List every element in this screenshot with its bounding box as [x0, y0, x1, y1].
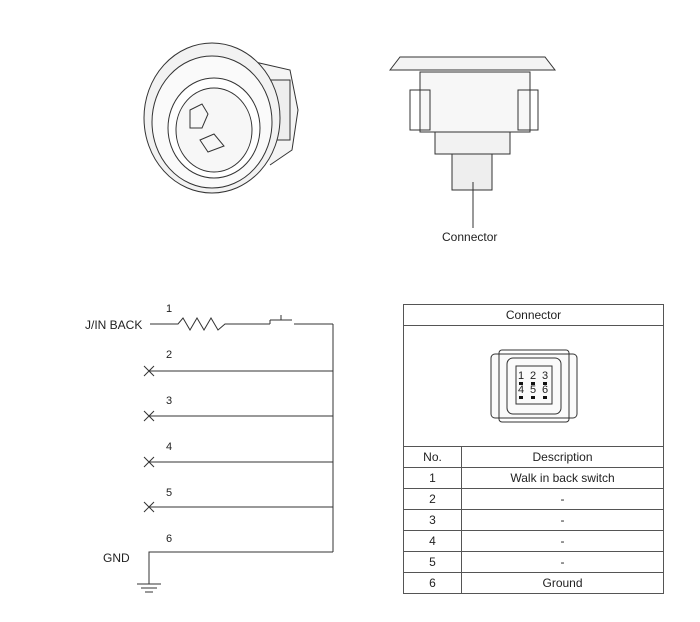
table-title: Connector: [403, 304, 664, 326]
table-row: 4-: [403, 530, 664, 552]
pin-no: 5: [403, 551, 462, 573]
table-row: 3-: [403, 509, 664, 531]
pin-no: 4: [403, 530, 462, 552]
table-row: 5-: [403, 551, 664, 573]
pin-no: 3: [403, 509, 462, 531]
face-pin: 3: [542, 370, 549, 382]
input-label: J/IN BACK: [85, 318, 143, 332]
face-pin: 4: [518, 384, 525, 396]
connector-face-cell: 1 2 3 4 5 6: [403, 325, 664, 447]
face-pin: 6: [542, 384, 549, 396]
pin-label: 4: [166, 441, 173, 453]
connector-callout-label: Connector: [442, 230, 498, 244]
connector-face-icon: [490, 349, 578, 423]
pin-no: 1: [403, 467, 462, 489]
face-pin: 1: [518, 370, 525, 382]
switch-knob-illustration: [143, 42, 299, 194]
table-row: 2-: [403, 488, 664, 510]
pin-description: Walk in back switch: [461, 467, 664, 489]
pin-description: -: [461, 530, 664, 552]
header-no: No.: [403, 446, 462, 468]
header-description: Description: [461, 446, 664, 468]
pin-description: -: [461, 551, 664, 573]
pin-description: Ground: [461, 572, 664, 594]
face-pin: 2: [530, 370, 537, 382]
ground-label: GND: [103, 551, 130, 565]
wiring-schematic: [137, 315, 334, 593]
pin-label: 3: [166, 395, 173, 407]
pin-description: -: [461, 509, 664, 531]
face-pin: 5: [530, 384, 537, 396]
pin-label: 1: [166, 303, 173, 315]
pin-no: 6: [403, 572, 462, 594]
pin-description: -: [461, 488, 664, 510]
pin-label: 6: [166, 533, 173, 545]
pin-label: 5: [166, 487, 173, 499]
switch-side-view: [388, 56, 557, 228]
pin-label: 2: [166, 349, 173, 361]
pin-no: 2: [403, 488, 462, 510]
